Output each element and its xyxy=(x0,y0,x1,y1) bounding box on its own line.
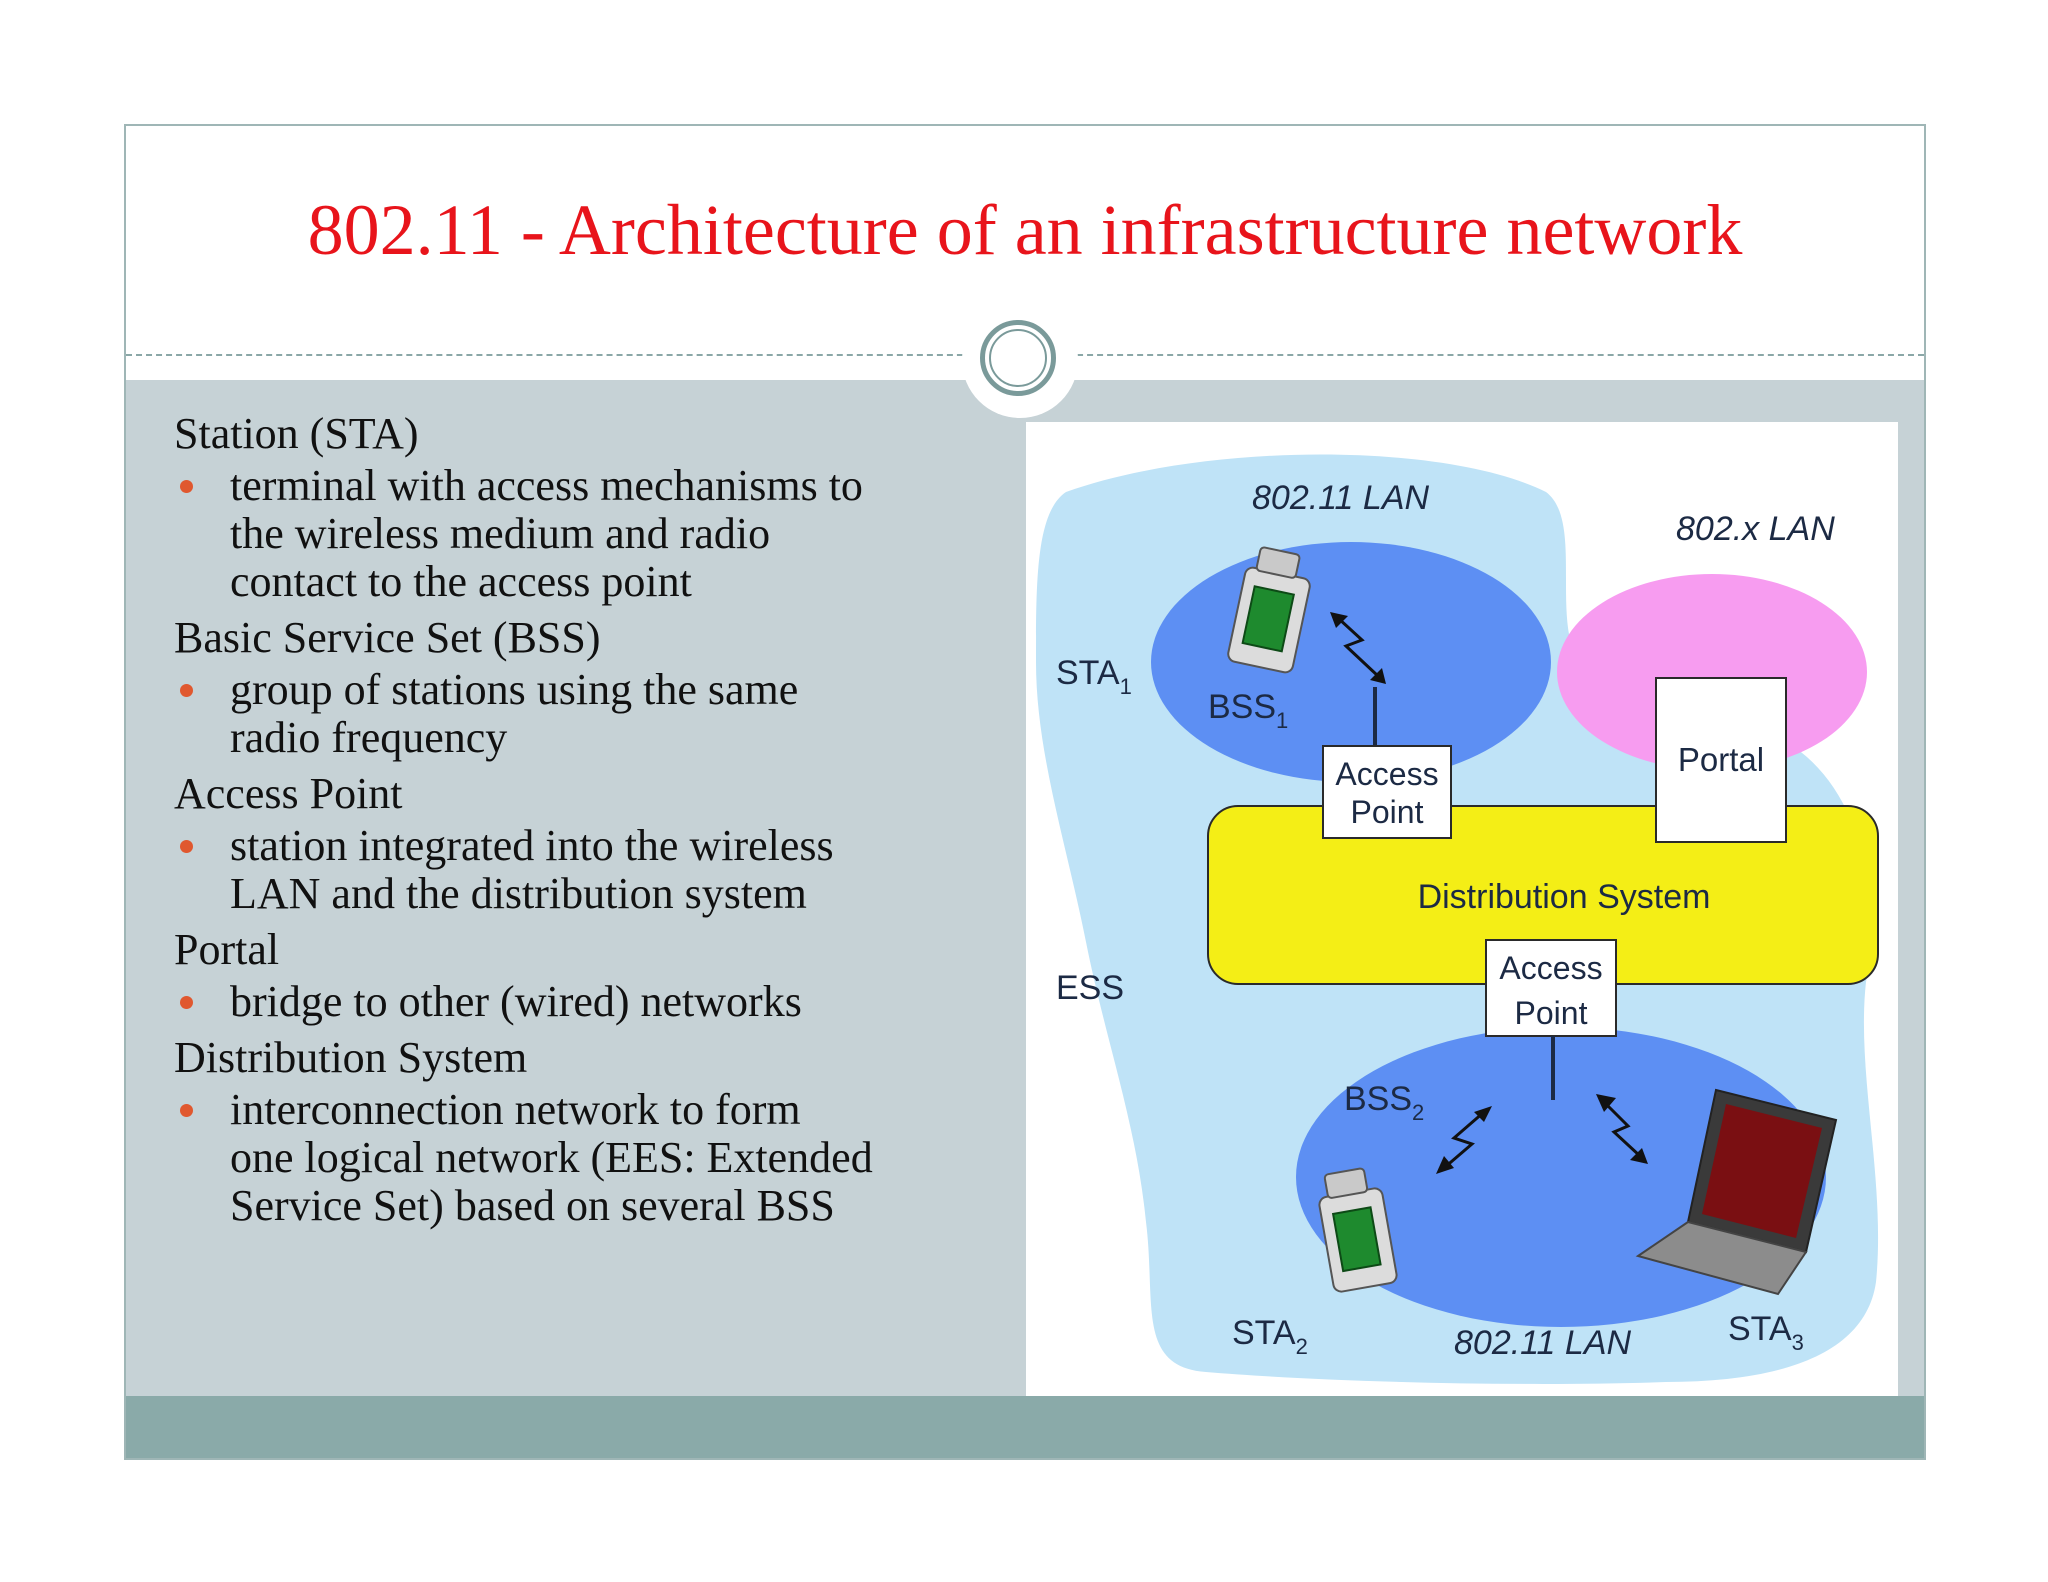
divider-ornament-icon xyxy=(980,320,1056,396)
portal-label: Portal xyxy=(1678,741,1764,778)
radio-link-2-icon xyxy=(1436,1106,1492,1174)
sta2-label: STA2 xyxy=(1232,1314,1308,1359)
access-point-2-box xyxy=(1485,939,1617,1037)
lan-top-label: 802.11 LAN xyxy=(1252,479,1430,517)
other-lan-label: 802.x LAN xyxy=(1676,510,1835,548)
slide: 802.11 - Architecture of an infrastructu… xyxy=(124,124,1926,1460)
sta2-text: STA xyxy=(1232,1314,1296,1352)
bss1-label: BSS1 xyxy=(1208,688,1288,733)
sta3-subscript: 3 xyxy=(1792,1330,1804,1355)
section-heading-distribution-system: Distribution System xyxy=(174,1033,528,1082)
architecture-diagram-svg: Distribution System Access Point Portal … xyxy=(1036,454,1879,1384)
bullet-dot-icon xyxy=(180,480,193,493)
access-point-1-box xyxy=(1322,745,1452,839)
bss2-label: BSS2 xyxy=(1344,1080,1424,1125)
bss2-subscript: 2 xyxy=(1412,1100,1424,1125)
sta1-text: STA xyxy=(1056,654,1120,692)
footer-band xyxy=(126,1396,1924,1458)
sta1-subscript: 1 xyxy=(1120,674,1132,699)
bullet-item: group of stations using the same radio f… xyxy=(174,666,1034,762)
other-lan-ellipse xyxy=(1557,574,1867,770)
laptop-icon xyxy=(1635,1088,1838,1296)
section-heading-portal: Portal xyxy=(174,925,280,974)
radio-link-3-icon xyxy=(1596,1094,1648,1164)
section-heading-station: Station (STA) xyxy=(174,409,419,458)
access-point-1-line1: Access xyxy=(1335,756,1438,792)
bullet-line: terminal with access mechanisms to xyxy=(230,461,863,510)
bullet-item: station integrated into the wireless LAN… xyxy=(174,822,1034,918)
bss2-text: BSS xyxy=(1344,1080,1412,1118)
sta3-text: STA xyxy=(1728,1310,1792,1348)
radio-link-1-icon xyxy=(1330,612,1386,684)
access-point-2-line1: Access xyxy=(1499,950,1602,986)
bullet-dot-icon xyxy=(180,996,193,1009)
bss1-subscript: 1 xyxy=(1276,708,1288,733)
bullet-line: group of stations using the same xyxy=(230,665,799,714)
bullet-line: LAN and the distribution system xyxy=(230,869,807,918)
bullet-line: station integrated into the wireless xyxy=(230,821,834,870)
bullet-line: radio frequency xyxy=(230,713,508,762)
section-heading-bss: Basic Service Set (BSS) xyxy=(174,613,601,662)
bullet-dot-icon xyxy=(180,684,193,697)
bss1-text: BSS xyxy=(1208,688,1276,726)
distribution-system-label: Distribution System xyxy=(1418,878,1711,916)
bullet-line: Service Set) based on several BSS xyxy=(230,1181,835,1230)
bullet-line: the wireless medium and radio xyxy=(230,509,771,558)
architecture-diagram: Distribution System Access Point Portal … xyxy=(1026,422,1898,1396)
bullet-line: interconnection network to form xyxy=(230,1085,801,1134)
sta3-label: STA3 xyxy=(1728,1310,1804,1355)
lan-bottom-label: 802.11 LAN xyxy=(1454,1324,1632,1362)
bullet-line: contact to the access point xyxy=(230,557,692,606)
sta2-subscript: 2 xyxy=(1296,1334,1308,1359)
bullet-item: interconnection network to form one logi… xyxy=(174,1086,1034,1230)
bullet-line: bridge to other (wired) networks xyxy=(230,977,802,1026)
handheld-device-2-icon xyxy=(1318,1167,1398,1293)
bullet-dot-icon xyxy=(180,840,193,853)
slide-title: 802.11 - Architecture of an infrastructu… xyxy=(307,190,1743,270)
section-heading-access-point: Access Point xyxy=(174,769,403,818)
portal-box xyxy=(1655,677,1787,843)
bullet-item: bridge to other (wired) networks xyxy=(174,978,1034,1026)
definitions-list: Station (STA) terminal with access mecha… xyxy=(174,406,1034,1234)
access-point-2-line2: Point xyxy=(1515,995,1588,1031)
sta1-label: STA1 xyxy=(1056,654,1132,699)
bullet-line: one logical network (EES: Extended xyxy=(230,1133,873,1182)
ess-label: ESS xyxy=(1056,969,1124,1007)
bullet-dot-icon xyxy=(180,1104,193,1117)
access-point-1-line2: Point xyxy=(1351,794,1424,830)
bullet-item: terminal with access mechanisms to the w… xyxy=(174,462,1034,606)
handheld-device-1-icon xyxy=(1227,546,1311,674)
